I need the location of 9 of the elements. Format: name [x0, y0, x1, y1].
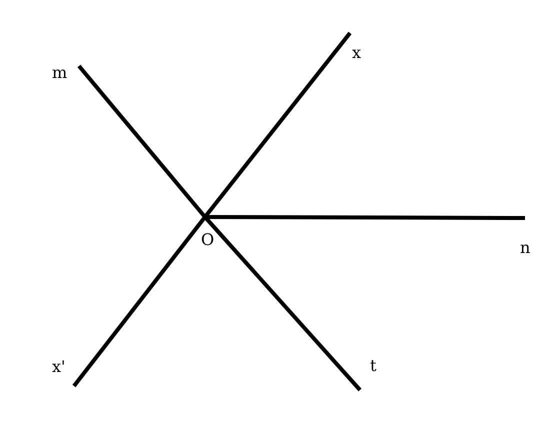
point-label: O: [201, 231, 214, 249]
point-label: x: [352, 44, 362, 62]
point-label: n: [520, 239, 530, 257]
point-label: x': [52, 358, 66, 376]
ray-line: [205, 215, 525, 220]
ray-line: [72, 216, 207, 388]
point-label: t: [370, 357, 376, 375]
point-label: m: [52, 64, 68, 82]
ray-line: [77, 64, 207, 218]
